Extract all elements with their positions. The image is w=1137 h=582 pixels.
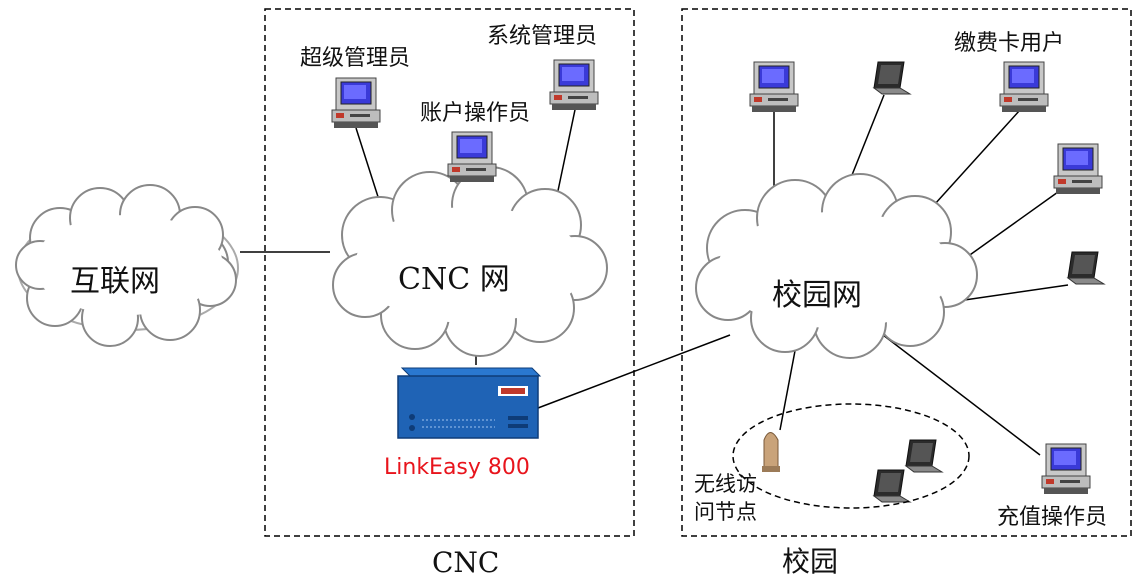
campus-user-laptop-icon bbox=[1067, 251, 1105, 285]
super-admin-computer-icon bbox=[331, 77, 381, 129]
wireless-zone bbox=[732, 403, 970, 509]
cnc-region-label: CNC bbox=[432, 546, 500, 579]
internet-cloud-label: 互联网 bbox=[70, 264, 160, 299]
linkeasy-device-icon bbox=[397, 367, 542, 439]
campus-region-label: 校园 bbox=[782, 545, 839, 578]
account-operator-label: 账户操作员 bbox=[420, 101, 531, 126]
prepaid-user-computer-icon bbox=[999, 61, 1049, 113]
prepaid-users-label: 缴费卡用户 bbox=[954, 31, 1065, 56]
wireless-ap-label-line1: 无线访 bbox=[694, 472, 757, 496]
cnc-net-cloud-label: CNC 网 bbox=[398, 262, 510, 297]
linkeasy-device-label: LinkEasy 800 bbox=[384, 455, 530, 480]
recharge-operator-label: 充值操作员 bbox=[997, 505, 1108, 530]
campus-net-cloud bbox=[695, 173, 978, 359]
recharge-operator-computer-icon bbox=[1041, 443, 1091, 495]
campus-computer-icon bbox=[749, 61, 799, 113]
internet-cloud bbox=[15, 184, 239, 347]
wireless-laptop-icon bbox=[905, 439, 943, 473]
cnc-net-cloud bbox=[332, 166, 608, 357]
campus-region-box bbox=[681, 8, 1132, 537]
wireless-laptop-icon bbox=[873, 469, 911, 503]
system-admin-label: 系统管理员 bbox=[487, 24, 598, 49]
system-admin-computer-icon bbox=[549, 59, 599, 111]
wireless-ap-label-line2: 问节点 bbox=[694, 500, 757, 524]
wireless-access-point-icon bbox=[762, 432, 780, 472]
cnc-region-box bbox=[264, 8, 635, 537]
super-admin-label: 超级管理员 bbox=[300, 46, 411, 71]
campus-user-computer-icon bbox=[1053, 143, 1103, 195]
account-operator-computer-icon bbox=[447, 131, 497, 183]
campus-net-cloud-label: 校园网 bbox=[772, 278, 862, 313]
campus-laptop-icon bbox=[873, 61, 911, 95]
